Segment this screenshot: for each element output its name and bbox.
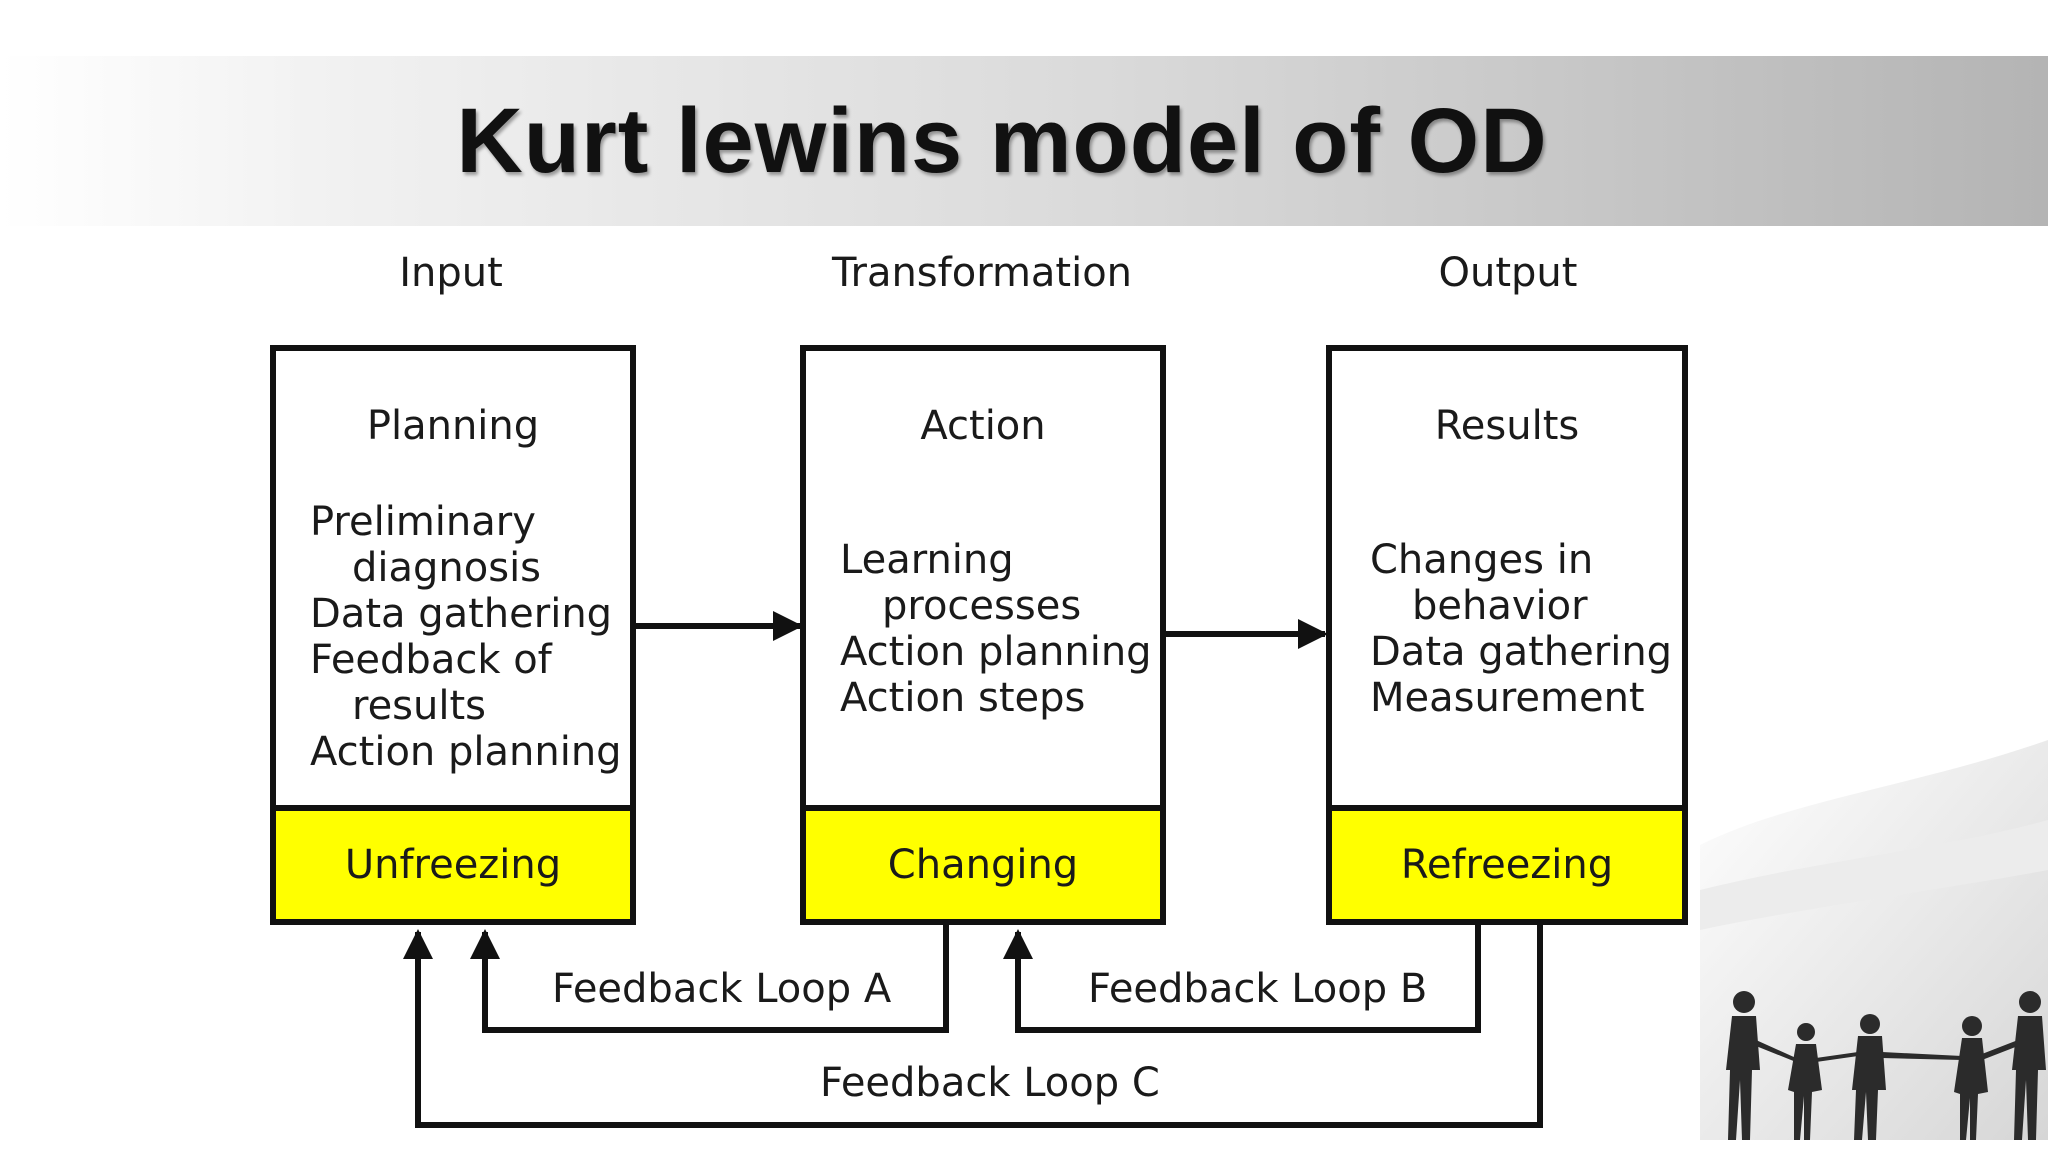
planning-line: diagnosis: [352, 545, 542, 591]
feedback-loop-b-label: Feedback Loop B: [1088, 966, 1428, 1012]
action-box: Action Learning processes Action plannin…: [800, 345, 1166, 925]
action-title: Action: [920, 403, 1046, 449]
results-box: Results Changes in behavior Data gatheri…: [1326, 345, 1688, 925]
results-line: Data gathering: [1370, 629, 1673, 675]
planning-line: Feedback of: [310, 637, 552, 683]
results-lines: Changes in behavior Data gathering Measu…: [1370, 537, 1672, 721]
feedback-loop-c-label: Feedback Loop C: [820, 1060, 1160, 1106]
planning-line: results: [352, 683, 487, 729]
planning-line: Preliminary: [310, 499, 536, 545]
heading-transformation: Transformation: [831, 250, 1133, 296]
results-line: Changes in: [1370, 537, 1594, 583]
results-title: Results: [1434, 403, 1580, 449]
results-line: behavior: [1412, 583, 1588, 629]
phase-refreezing: Refreezing: [1332, 805, 1682, 919]
phase-unfreezing: Unfreezing: [276, 805, 630, 919]
action-line: Action steps: [840, 675, 1086, 721]
planning-line: Action planning: [310, 729, 622, 775]
feedback-loop-b-line: [1003, 925, 1481, 1033]
people-silhouettes-image: [1700, 740, 2048, 1140]
planning-lines: Preliminary diagnosis Data gathering Fee…: [310, 499, 622, 775]
action-line: Learning: [840, 537, 1014, 583]
heading-input: Input: [399, 250, 503, 296]
feedback-loop-c-line: [403, 925, 1543, 1128]
action-lines: Learning processes Action planning Actio…: [840, 537, 1152, 721]
action-line: Action planning: [840, 629, 1152, 675]
heading-output: Output: [1438, 250, 1578, 296]
feedback-loop-a-line: [470, 925, 949, 1033]
phase-changing: Changing: [806, 805, 1160, 919]
slide-title: Kurt lewins model of OD: [456, 89, 1548, 192]
results-line: Measurement: [1370, 675, 1645, 721]
planning-line: Data gathering: [310, 591, 613, 637]
planning-box: Planning Preliminary diagnosis Data gath…: [270, 345, 636, 925]
title-band: [0, 56, 2048, 226]
feedback-loop-a-label: Feedback Loop A: [552, 966, 892, 1012]
planning-title: Planning: [366, 403, 540, 449]
action-line: processes: [882, 583, 1082, 629]
